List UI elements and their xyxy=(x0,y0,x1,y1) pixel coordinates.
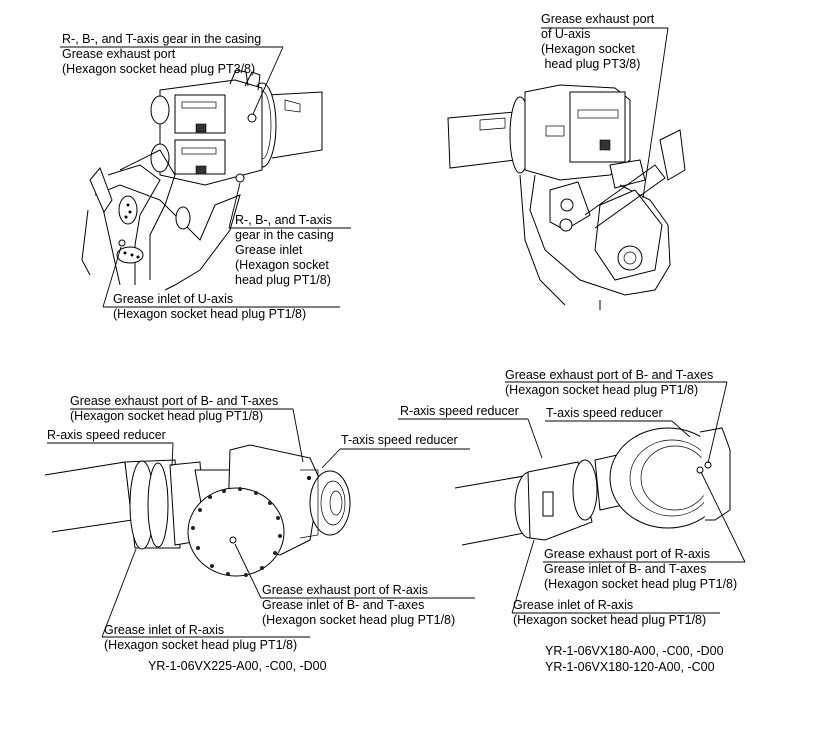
callout-plug-spec: (Hexagon socket head plug PT1/8) xyxy=(544,577,738,591)
callout-rbt-gear-exhaust: R-, B-, and T-axis gear in the casing Gr… xyxy=(62,32,261,77)
leader-line xyxy=(671,420,691,438)
leader-line xyxy=(102,246,122,308)
leader-line xyxy=(101,548,137,638)
callout-bt-exhaust-right: Grease exhaust port of B- and T-axes (He… xyxy=(505,368,713,398)
callout-title: Grease exhaust port xyxy=(541,12,655,26)
callout-r-inlet-left: Grease inlet of R-axis (Hexagon socket h… xyxy=(104,623,297,653)
callout-title: T-axis speed reducer xyxy=(546,406,663,420)
callout-title: Grease exhaust port of R-axis xyxy=(262,583,429,597)
callout-plug-spec: (Hexagon socket head plug PT1/8) xyxy=(113,307,307,321)
leader-line xyxy=(642,27,669,199)
robot-drawing-bottom-left xyxy=(44,444,351,577)
callout-line: of U-axis xyxy=(541,27,591,41)
callout-line: Grease inlet xyxy=(235,243,303,257)
leader-line xyxy=(511,539,535,614)
callout-title: R-, B-, and T-axis gear in the casing xyxy=(62,32,262,46)
model-label-vx180: YR-1-06VX180-A00, -C00, -D00 YR-1-06VX18… xyxy=(545,643,724,675)
leader-line xyxy=(171,442,174,467)
robot-drawing-bottom-right xyxy=(454,427,731,546)
callout-title: R-, B-, and T-axis xyxy=(235,213,333,227)
callout-plug-spec: (Hexagon socket head plug PT1/8) xyxy=(104,638,298,652)
callout-line: gear in the casing xyxy=(235,228,334,242)
leader-line xyxy=(321,448,341,469)
callout-plug-spec: (Hexagon socket head plug PT1/8) xyxy=(513,613,707,627)
callout-plug-spec: (Hexagon socket head plug PT1/8) xyxy=(70,409,264,423)
callout-t-reducer-left: T-axis speed reducer xyxy=(341,433,458,448)
callout-title: R-axis speed reducer xyxy=(47,428,166,442)
callout-line: Grease inlet of B- and T-axes xyxy=(544,562,707,576)
leader-line xyxy=(234,543,262,599)
callout-plug-spec: head plug PT3/8) xyxy=(541,57,641,71)
callout-line: (Hexagon socket xyxy=(235,258,329,272)
callout-title: Grease inlet of R-axis xyxy=(104,623,225,637)
callout-line: Grease exhaust port xyxy=(62,47,176,61)
leader-line xyxy=(292,408,304,463)
robot-drawing-top-right xyxy=(447,84,686,310)
model-label-vx225: YR-1-06VX225-A00, -C00, -D00 xyxy=(148,658,327,674)
callout-rbt-gear-inlet: R-, B-, and T-axis gear in the casing Gr… xyxy=(235,213,334,288)
callout-line: (Hexagon socket xyxy=(541,42,635,56)
callout-title: Grease inlet of R-axis xyxy=(513,598,634,612)
callout-t-reducer-right: T-axis speed reducer xyxy=(546,406,663,421)
model-number: YR-1-06VX225-A00, -C00, -D00 xyxy=(148,659,327,673)
callout-plug-spec: (Hexagon socket head plug PT1/8) xyxy=(262,613,456,627)
callout-plug-spec: head plug PT1/8) xyxy=(235,273,331,287)
callout-r-inlet-right: Grease inlet of R-axis (Hexagon socket h… xyxy=(513,598,706,628)
callout-r-exhaust-right: Grease exhaust port of R-axis Grease inl… xyxy=(544,547,737,592)
model-number: YR-1-06VX180-A00, -C00, -D00 xyxy=(545,644,724,658)
callout-r-reducer-right: R-axis speed reducer xyxy=(400,404,519,419)
leader-line xyxy=(707,381,728,464)
callout-plug-spec: (Hexagon socket head plug PT1/8) xyxy=(505,383,699,397)
callout-r-reducer-left: R-axis speed reducer xyxy=(47,428,166,443)
callout-title: Grease exhaust port of R-axis xyxy=(544,547,711,561)
model-number: YR-1-06VX180-120-A00, -C00 xyxy=(545,660,715,674)
callout-title: R-axis speed reducer xyxy=(400,404,519,418)
callout-title: Grease inlet of U-axis xyxy=(113,292,234,306)
callout-r-exhaust-left: Grease exhaust port of R-axis Grease inl… xyxy=(262,583,455,628)
leader-line xyxy=(252,46,284,115)
leader-line xyxy=(527,418,543,459)
callout-title: Grease exhaust port of B- and T-axes xyxy=(505,368,714,382)
callout-u-axis-exhaust: Grease exhaust port of U-axis (Hexagon s… xyxy=(541,12,654,72)
callout-title: T-axis speed reducer xyxy=(341,433,458,447)
callout-u-axis-inlet: Grease inlet of U-axis (Hexagon socket h… xyxy=(113,292,306,322)
callout-title: Grease exhaust port of B- and T-axes xyxy=(70,394,279,408)
callout-line: Grease inlet of B- and T-axes xyxy=(262,598,425,612)
leader-line xyxy=(700,471,746,563)
callout-plug-spec: (Hexagon socket head plug PT3/8) xyxy=(62,62,256,76)
robot-drawing-top-left xyxy=(81,69,323,291)
callout-bt-exhaust-left: Grease exhaust port of B- and T-axes (He… xyxy=(70,394,278,424)
leader-line xyxy=(228,182,241,229)
